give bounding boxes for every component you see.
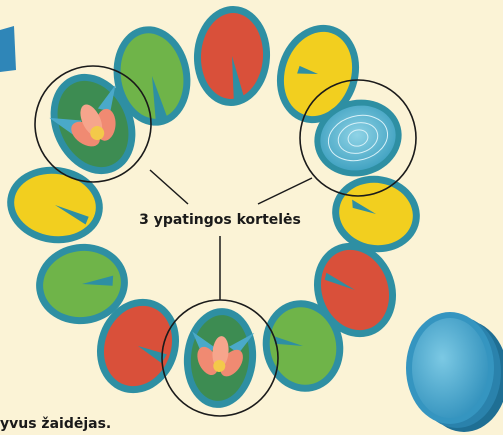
card-yellow-pad[interactable] [2,161,108,250]
callout-label: 3 ypatingos kortelės [139,212,301,228]
card-red-pad[interactable] [191,4,272,108]
bottom-caption: yvus žaidėjas. [0,416,111,432]
leader-line [258,178,312,204]
leader-line [150,170,188,204]
draw-pile-stack[interactable] [406,312,503,432]
card-lotus-special[interactable] [180,305,260,411]
edge-card-fragment [0,26,16,72]
